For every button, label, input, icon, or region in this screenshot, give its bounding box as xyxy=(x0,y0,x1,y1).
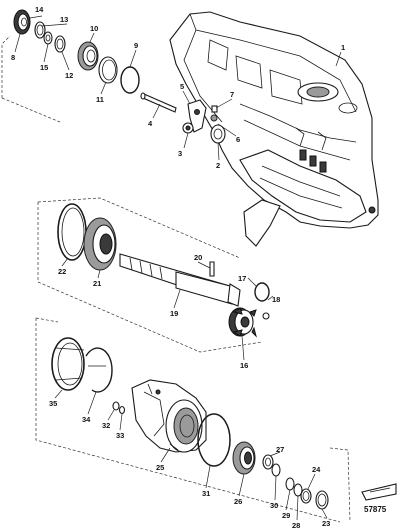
part-11-ring xyxy=(98,56,118,84)
callout-12: 12 xyxy=(65,71,73,80)
part-3-pin xyxy=(182,122,194,134)
callout-27: 27 xyxy=(276,445,284,454)
part-23-seal xyxy=(315,490,329,510)
callout-5: 5 xyxy=(180,82,184,91)
callout-labels: 1 2 3 4 5 6 7 8 9 10 11 12 13 14 15 16 1… xyxy=(11,5,345,530)
callout-26: 26 xyxy=(234,497,242,506)
callout-11: 11 xyxy=(96,95,104,104)
part-29-ring xyxy=(285,477,295,491)
callout-22: 22 xyxy=(58,267,66,276)
part-14-bearing xyxy=(13,9,31,35)
part-27-seal xyxy=(262,454,274,470)
callout-33: 33 xyxy=(116,431,124,440)
part-20-pin xyxy=(209,261,215,277)
callout-23: 23 xyxy=(322,519,330,528)
part-16-clutch xyxy=(228,307,257,338)
callout-13: 13 xyxy=(60,15,68,24)
part-13-race xyxy=(34,21,46,39)
part-17-ring xyxy=(254,282,270,302)
callout-18: 18 xyxy=(272,295,280,304)
part-30-shim xyxy=(271,463,281,477)
part-15-washer xyxy=(43,31,53,45)
part-12-shim xyxy=(54,35,66,53)
callout-21: 21 xyxy=(93,279,101,288)
part-24-seal xyxy=(300,488,312,504)
callout-20: 20 xyxy=(194,253,202,262)
top-bearing-group xyxy=(13,9,140,94)
part-6-washer xyxy=(210,114,218,122)
callout-3: 3 xyxy=(178,149,182,158)
callout-4: 4 xyxy=(148,119,153,128)
callout-10: 10 xyxy=(90,24,98,33)
propshaft-group xyxy=(57,203,270,338)
callout-30: 30 xyxy=(270,501,278,510)
part-10-bearing xyxy=(77,41,99,71)
callout-16: 16 xyxy=(240,361,248,370)
reference-number: 57875 xyxy=(364,505,387,514)
part-18-ball xyxy=(262,312,270,320)
callout-14: 14 xyxy=(35,5,44,14)
callout-7: 7 xyxy=(230,90,234,99)
callout-24: 24 xyxy=(312,465,321,474)
part-34-retainer xyxy=(85,347,113,393)
callout-2: 2 xyxy=(216,161,220,170)
part-35-ring xyxy=(51,337,85,391)
callout-17: 17 xyxy=(238,274,246,283)
leader-lines xyxy=(14,15,342,521)
part-26-bearing xyxy=(232,441,256,475)
part-19-propshaft xyxy=(119,253,241,307)
gear-housing xyxy=(169,11,379,247)
callout-35: 35 xyxy=(49,399,57,408)
callout-29: 29 xyxy=(282,511,290,520)
part-5-crank xyxy=(187,99,207,133)
callout-31: 31 xyxy=(202,489,210,498)
callout-1: 1 xyxy=(341,43,345,52)
part-7-bolt xyxy=(211,105,218,113)
callout-19: 19 xyxy=(170,309,178,318)
callout-28: 28 xyxy=(292,521,300,530)
callout-6: 6 xyxy=(236,135,240,144)
callout-32: 32 xyxy=(102,421,110,430)
callout-9: 9 xyxy=(134,41,138,50)
part-32-screw xyxy=(112,401,120,411)
bearing-carrier-group xyxy=(51,337,329,510)
part-25-carrier xyxy=(131,379,207,453)
callout-34: 34 xyxy=(82,415,91,424)
reference-tag-icon xyxy=(361,483,397,501)
part-21-bearing xyxy=(83,217,117,271)
callout-8: 8 xyxy=(11,53,15,62)
group-boundaries xyxy=(1,35,351,523)
part-4-shaft xyxy=(140,92,177,113)
part-9-oring xyxy=(120,66,140,94)
part-2-actuator xyxy=(210,124,226,144)
part-22-oring xyxy=(57,203,87,261)
callout-25: 25 xyxy=(156,463,164,472)
reference-tag: 57875 xyxy=(361,483,397,514)
part-33-washer xyxy=(118,405,126,415)
part-31-oring xyxy=(197,413,231,467)
callout-15: 15 xyxy=(40,63,48,72)
